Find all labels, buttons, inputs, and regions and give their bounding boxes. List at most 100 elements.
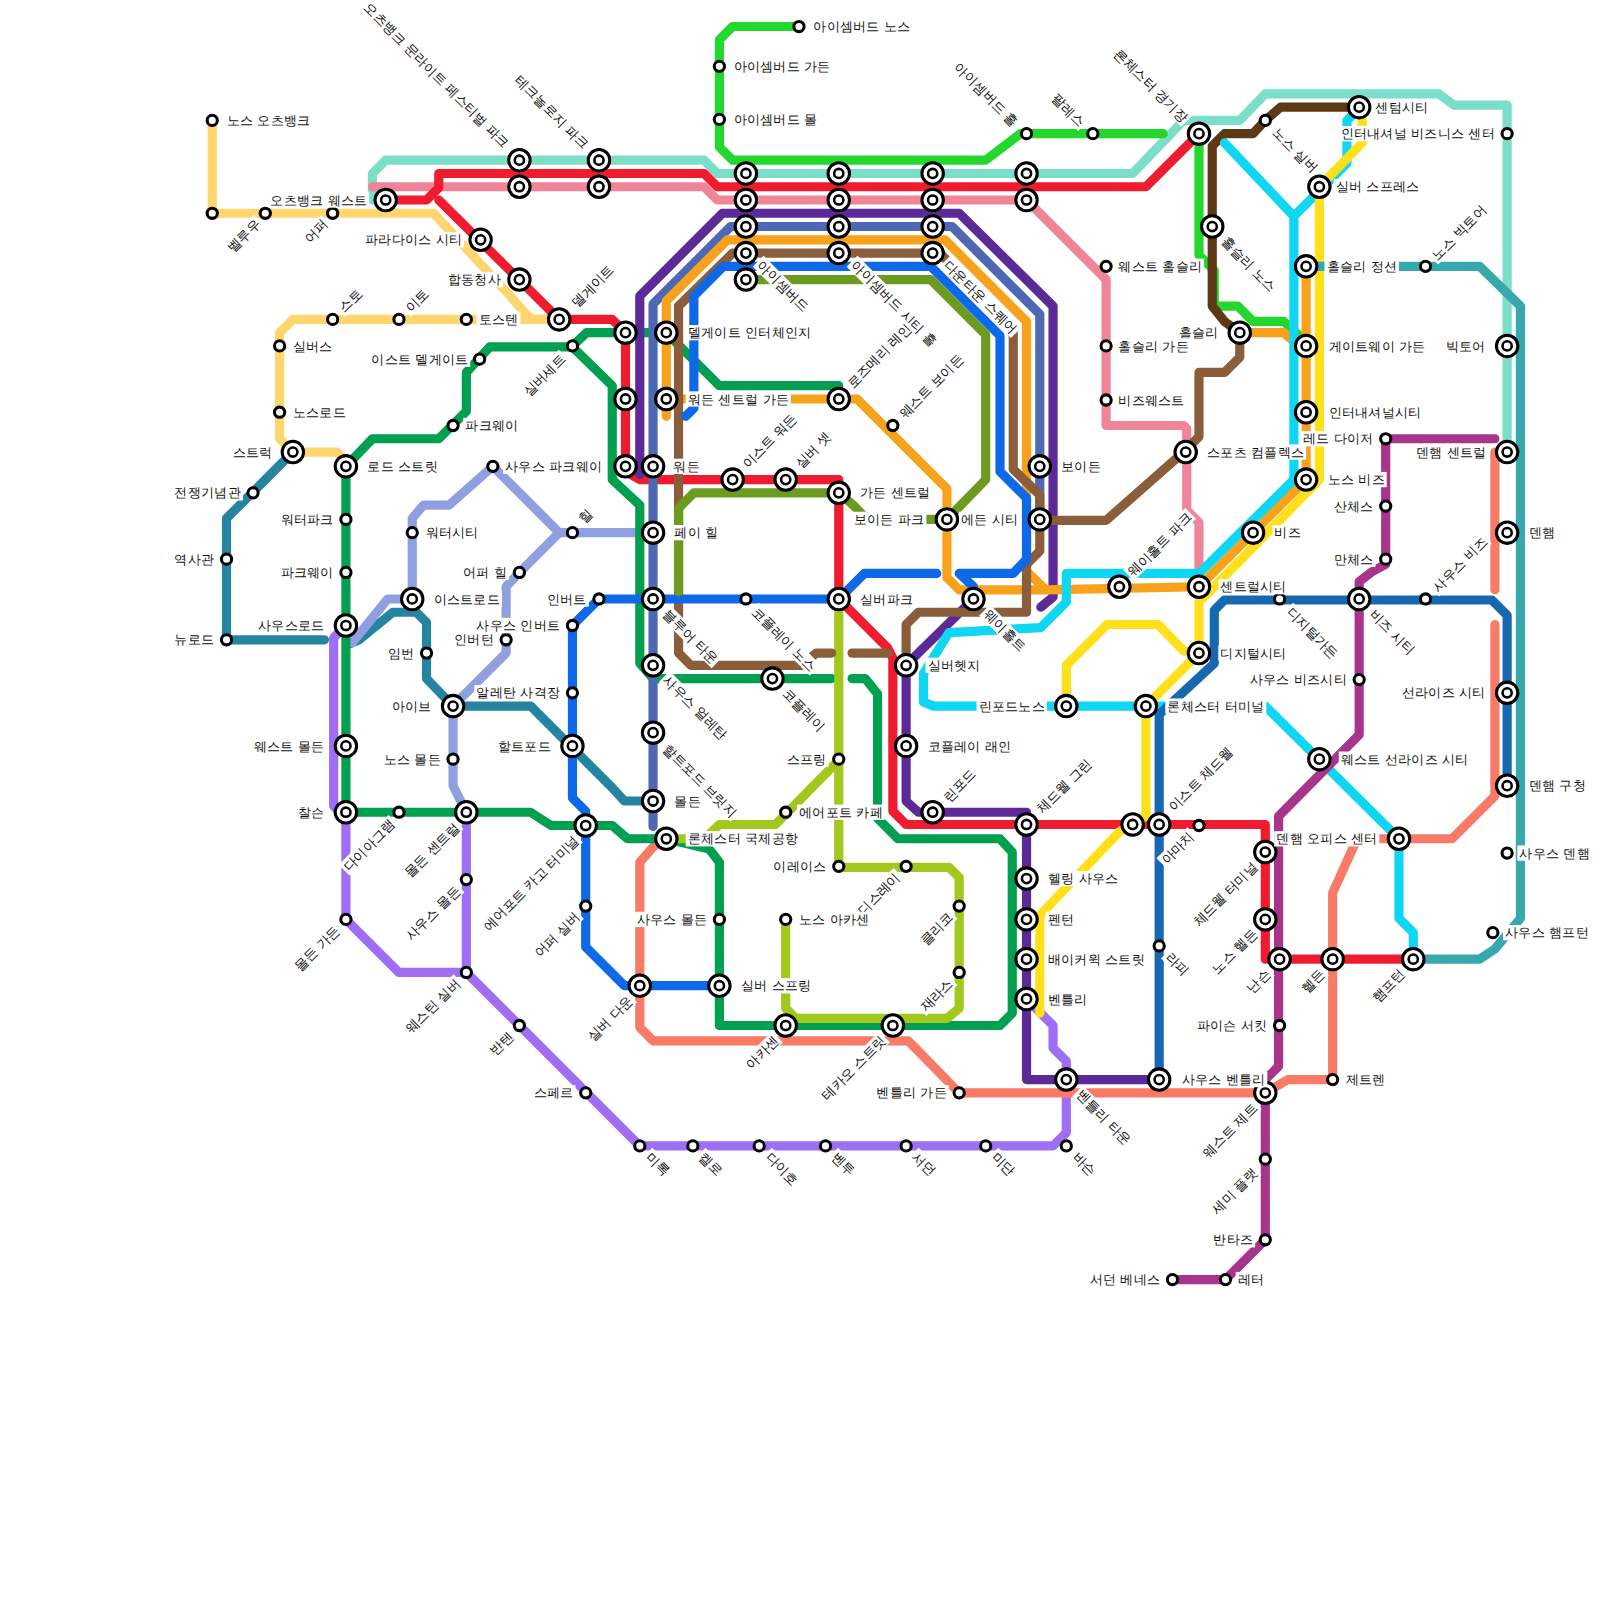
station-dot	[1502, 848, 1512, 858]
interchange-ring	[1309, 176, 1330, 197]
station-dot	[488, 461, 498, 471]
station-label: 파라다이스 시티	[363, 232, 464, 247]
interchange-ring	[1016, 814, 1037, 835]
interchange-core	[834, 222, 843, 231]
station-marker	[341, 514, 351, 524]
station-marker	[407, 528, 417, 538]
station-marker	[642, 655, 663, 676]
interchange-core	[648, 661, 657, 670]
interchange-core	[1275, 955, 1284, 964]
station-label: 선라이즈 시티	[1400, 685, 1488, 700]
interchange-ring	[1496, 775, 1517, 796]
station-label: 웨스트 선라이즈 시티	[1339, 752, 1471, 767]
station-dot	[1061, 1141, 1071, 1151]
station-dot	[1488, 928, 1498, 938]
station-marker	[402, 588, 423, 609]
interchange-core	[781, 475, 790, 484]
interchange-core	[1261, 915, 1270, 924]
metro-line	[1306, 266, 1520, 959]
interchange-ring	[1122, 814, 1143, 835]
station-marker	[1101, 261, 1111, 271]
metro-line	[1172, 439, 1385, 1280]
station-label: 라피	[1161, 948, 1193, 980]
interchange-core	[1394, 834, 1403, 843]
station-label: 미단	[987, 1148, 1019, 1180]
station-marker	[1255, 909, 1276, 930]
interchange-core	[515, 156, 524, 165]
interchange-ring	[1016, 948, 1037, 969]
station-marker	[615, 456, 636, 477]
station-label: 가든 센트럴	[858, 485, 933, 500]
interchange-ring	[642, 588, 663, 609]
station-label: 실버헷지	[926, 658, 983, 673]
station-marker	[442, 695, 463, 716]
station-marker	[335, 615, 356, 636]
station-label: 게이트웨이 가든	[1327, 338, 1428, 353]
station-label: 인버트	[545, 591, 589, 606]
interchange-core	[768, 674, 777, 683]
interchange-core	[781, 1021, 790, 1030]
station-label: 디지털가든	[1282, 603, 1343, 664]
interchange-ring	[828, 163, 849, 184]
station-marker	[207, 115, 217, 125]
interchange-core	[1062, 1075, 1071, 1084]
station-marker	[567, 341, 577, 351]
interchange-ring	[656, 828, 677, 849]
station-marker	[1496, 522, 1517, 543]
station-dot	[1502, 129, 1512, 139]
interchange-core	[902, 741, 911, 750]
station-label: 오츠뱅크 웨스트	[268, 192, 369, 207]
interchange-ring	[375, 189, 396, 210]
station-marker	[828, 242, 849, 263]
station-marker	[581, 901, 591, 911]
interchange-core	[341, 741, 350, 750]
station-marker	[1188, 123, 1209, 144]
station-dot	[567, 688, 577, 698]
interchange-core	[715, 981, 724, 990]
station-label: 헬든	[1296, 965, 1328, 997]
interchange-ring	[828, 189, 849, 210]
interchange-core	[515, 182, 524, 191]
interchange-ring	[615, 322, 636, 343]
station-label: 노스 아카센	[797, 912, 872, 927]
station-label: 알레탄 사격장	[474, 685, 562, 700]
interchange-core	[1155, 820, 1164, 829]
station-marker	[1029, 456, 1050, 477]
station-marker	[1021, 129, 1031, 139]
station-marker	[735, 189, 756, 210]
station-label: 블루어 타운	[659, 605, 723, 669]
station-dot	[754, 1141, 764, 1151]
interchange-core	[1035, 515, 1044, 524]
interchange-ring	[735, 242, 756, 263]
interchange-ring	[828, 388, 849, 409]
station-label: 배이커윅 스트릿	[1046, 952, 1147, 967]
interchange-ring	[963, 588, 984, 609]
station-label: 스토	[334, 284, 366, 316]
station-dot	[448, 420, 458, 430]
interchange-ring	[1188, 123, 1209, 144]
station-marker	[1381, 501, 1391, 511]
interchange-core	[1503, 688, 1512, 697]
interchange-core	[621, 328, 630, 337]
station-label: 페이 힐	[672, 525, 720, 540]
interchange-ring	[1029, 456, 1050, 477]
interchange-ring	[470, 229, 491, 250]
station-dot	[1260, 1154, 1270, 1164]
station-marker	[328, 314, 338, 324]
interchange-ring	[1016, 868, 1037, 889]
station-marker	[922, 802, 943, 823]
interchange-ring	[1496, 335, 1517, 356]
interchange-ring	[922, 189, 943, 210]
station-label: 펜턴	[1046, 912, 1077, 927]
interchange-core	[1315, 182, 1324, 191]
station-marker	[448, 420, 458, 430]
station-dot	[407, 528, 417, 538]
station-marker	[207, 208, 217, 218]
station-dot	[781, 807, 791, 817]
station-label: 아마치	[1156, 827, 1198, 869]
interchange-ring	[1016, 163, 1037, 184]
station-label: 사우스 덴햄	[1517, 845, 1592, 860]
interchange-ring	[1016, 189, 1037, 210]
station-marker	[1061, 1141, 1071, 1151]
interchange-core	[1355, 103, 1364, 112]
